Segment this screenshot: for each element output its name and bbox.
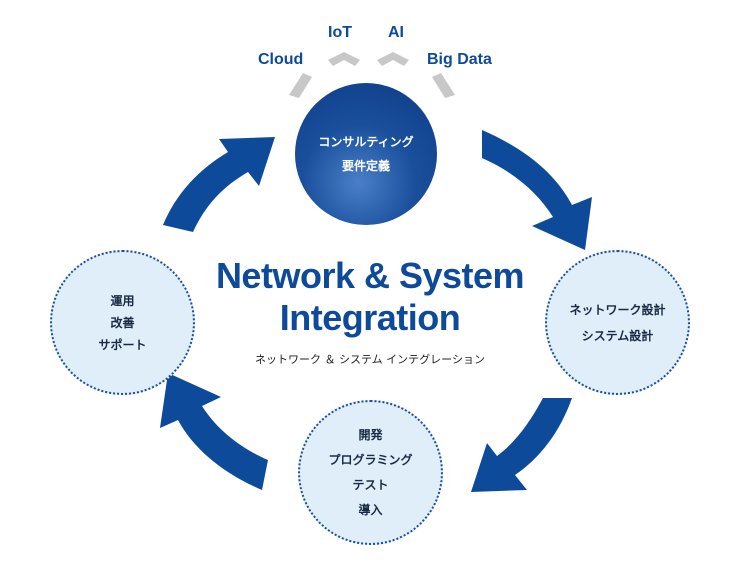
input-chevrons xyxy=(289,52,455,98)
center-subtitle: ネットワーク ＆ システム インテグレーション xyxy=(255,353,485,366)
arrow-bottom-right xyxy=(471,398,572,492)
node-operations-line3: サポート xyxy=(98,337,147,352)
label-big-data: Big Data xyxy=(427,51,492,68)
arrow-bottom-left xyxy=(160,373,268,490)
node-operations-line1: 運用 xyxy=(110,293,135,308)
node-design-line2: システム設計 xyxy=(581,328,654,343)
node-operations-line2: 改善 xyxy=(110,315,135,330)
node-consulting-line2: 要件定義 xyxy=(341,159,390,173)
node-operations: 運用 改善 サポート xyxy=(50,250,195,395)
node-development-line1: 開発 xyxy=(358,427,383,442)
chevron-ai xyxy=(377,52,409,66)
node-design-line1: ネットワーク設計 xyxy=(569,302,666,317)
node-development-line4: 導入 xyxy=(358,502,383,517)
chevron-iot xyxy=(328,52,360,66)
label-cloud: Cloud xyxy=(258,51,304,68)
node-consulting: コンサルティング 要件定義 xyxy=(295,83,437,225)
center-title: Network & System Integration xyxy=(200,255,540,339)
node-development-line3: テスト xyxy=(352,477,389,492)
cycle-arrows xyxy=(160,130,592,492)
center-title-line1: Network & System xyxy=(215,255,525,296)
label-iot: IoT xyxy=(328,24,352,41)
node-development: 開発 プログラミング テスト 導入 xyxy=(298,400,443,545)
arrow-top-right xyxy=(482,130,592,250)
node-design: ネットワーク設計 システム設計 xyxy=(545,250,690,395)
node-development-line2: プログラミング xyxy=(328,452,413,467)
chevron-bigdata xyxy=(432,73,455,98)
chevron-cloud xyxy=(289,73,312,98)
center-title-line2: Integration xyxy=(279,297,461,338)
arrow-top-left xyxy=(163,137,275,232)
node-consulting-line1: コンサルティング xyxy=(318,135,414,149)
label-ai: AI xyxy=(388,24,404,41)
